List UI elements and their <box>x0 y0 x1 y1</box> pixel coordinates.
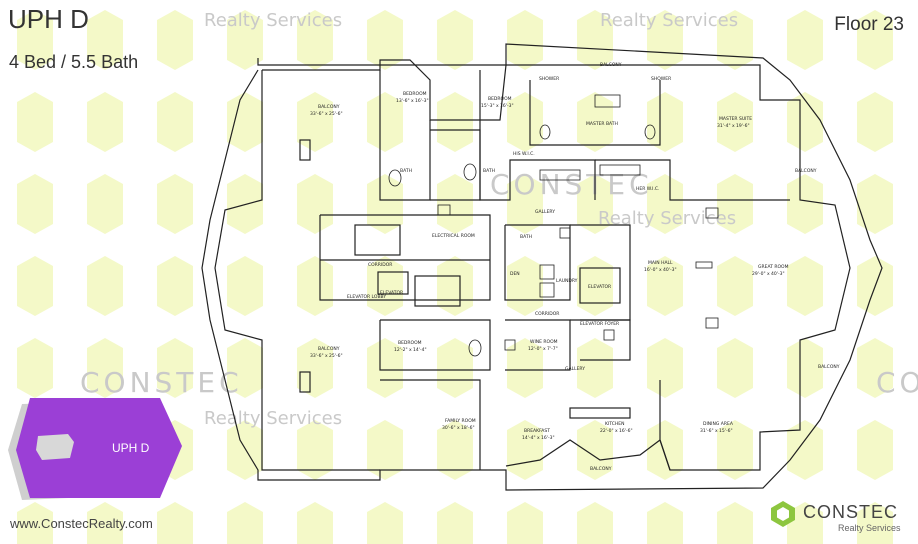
room-label-balcony: BALCONY <box>600 62 622 68</box>
room-dims-bedroom: 15'-3" x 16'-3" <box>481 103 514 109</box>
room-dims-balcony: 33'-6" x 25'-6" <box>310 111 343 117</box>
watermark-brand: CONSTEC <box>876 366 918 399</box>
room-label-gallery: GALLERY <box>535 209 555 215</box>
room-dims-breakfast: 14'-4" x 16'-3" <box>522 435 555 441</box>
room-dims-dining-area: 31'-6" x 15'-6" <box>700 428 733 434</box>
room-label-den: DEN <box>510 271 520 277</box>
room-label-balcony: BALCONY <box>795 168 817 174</box>
room-label-bedroom: BEDROOM <box>403 91 427 97</box>
room-label-bedroom: BEDROOM <box>488 96 512 102</box>
unit-title: UPH D <box>8 4 89 34</box>
room-label-balcony: BALCONY <box>590 466 612 472</box>
watermark-services: Realty Services <box>204 408 343 429</box>
room-dims-main-hall: 16'-0" x 40'-3" <box>644 267 677 273</box>
room-label-shower: SHOWER <box>539 76 559 82</box>
watermark-services: Realty Services <box>598 208 737 229</box>
room-label-shower: SHOWER <box>651 76 671 82</box>
room-label-dining-area: DINING AREA <box>703 421 734 427</box>
room-dims-great-room: 29'-0" x 40'-3" <box>752 271 785 277</box>
room-dims-bedroom: 13'-6" x 16'-3" <box>396 98 429 104</box>
key-plan-unit-highlight <box>16 398 182 498</box>
room-label-gallery: GALLERY <box>565 366 585 372</box>
room-label-his-wic: HIS W.I.C. <box>513 151 535 157</box>
plan-inner-wall <box>262 59 507 121</box>
room-label-balcony: BALCONY <box>318 104 340 110</box>
room-label-family-room: FAMILY ROOM <box>445 418 476 424</box>
room-label-laundry: LAUNDRY <box>556 278 578 284</box>
key-plan-core <box>36 434 74 460</box>
room-dims-balcony: 33'-6" x 25'-6" <box>310 353 343 359</box>
room-label-wine-room: WINE ROOM <box>530 339 558 345</box>
bed-bath-count: 4 Bed / 5.5 Bath <box>9 52 139 72</box>
room-label-main-hall: MAIN HALL <box>648 260 673 266</box>
room-dims-kitchen: 22'-0" x 16'-6" <box>600 428 633 434</box>
room-label-elevator: ELEVATOR <box>588 284 611 290</box>
room-dims-family-room: 30'-6" x 18'-6" <box>442 425 475 431</box>
room-label-elevator-lobby: ELEVATOR LOBBY <box>347 294 386 300</box>
room-label-her-wic: HER W.I.C. <box>636 186 659 192</box>
room-label-elevator: ELEVATOR <box>380 290 403 296</box>
room-dims-master-suite: 31'-4" x 19'-6" <box>717 123 750 129</box>
room-label-master-suite: MASTER SUITE <box>719 116 752 122</box>
room-label-balcony: BALCONY <box>818 364 840 370</box>
room-label-great-room: GREAT ROOM <box>758 264 789 270</box>
watermark-services: Realty Services <box>600 10 739 31</box>
website-link[interactable]: www.ConstecRealty.com <box>10 516 153 531</box>
watermark-brand: CONSTEC <box>490 168 653 201</box>
watermark-services: Realty Services <box>204 10 343 31</box>
room-dims-wine-room: 12'-0" x 7'-7" <box>528 346 558 352</box>
room-label-elevator-foyer: ELEVATOR FOYER <box>580 321 619 327</box>
floor-number: Floor 23 <box>834 14 904 35</box>
room-label-bath: BATH <box>520 234 532 240</box>
room-label-corridor: CORRIDOR <box>368 262 392 268</box>
plan-outer-wall <box>201 43 883 491</box>
key-plan-label: UPH D <box>112 441 150 455</box>
room-label-electrical-room: ELECTRICAL ROOM <box>432 233 475 239</box>
room-dims-bedroom: 12'-2" x 14'-4" <box>394 347 427 353</box>
room-label-breakfast: BREAKFAST <box>524 428 550 434</box>
room-label-balcony: BALCONY <box>318 346 340 352</box>
room-label-kitchen: KITCHEN <box>605 421 625 427</box>
constec-logo-text: CONSTEC <box>803 502 899 522</box>
room-label-bedroom: BEDROOM <box>398 340 422 346</box>
room-label-corridor: CORRIDOR <box>535 311 559 317</box>
room-label-master-bath: MASTER BATH <box>586 121 618 127</box>
room-label-bath: BATH <box>400 168 412 174</box>
key-plan <box>8 398 182 500</box>
watermark-brand: CONSTEC <box>80 366 243 399</box>
constec-logo-icon <box>771 501 795 527</box>
constec-logo-subtext: Realty Services <box>838 523 901 533</box>
room-label-bath: BATH <box>483 168 495 174</box>
